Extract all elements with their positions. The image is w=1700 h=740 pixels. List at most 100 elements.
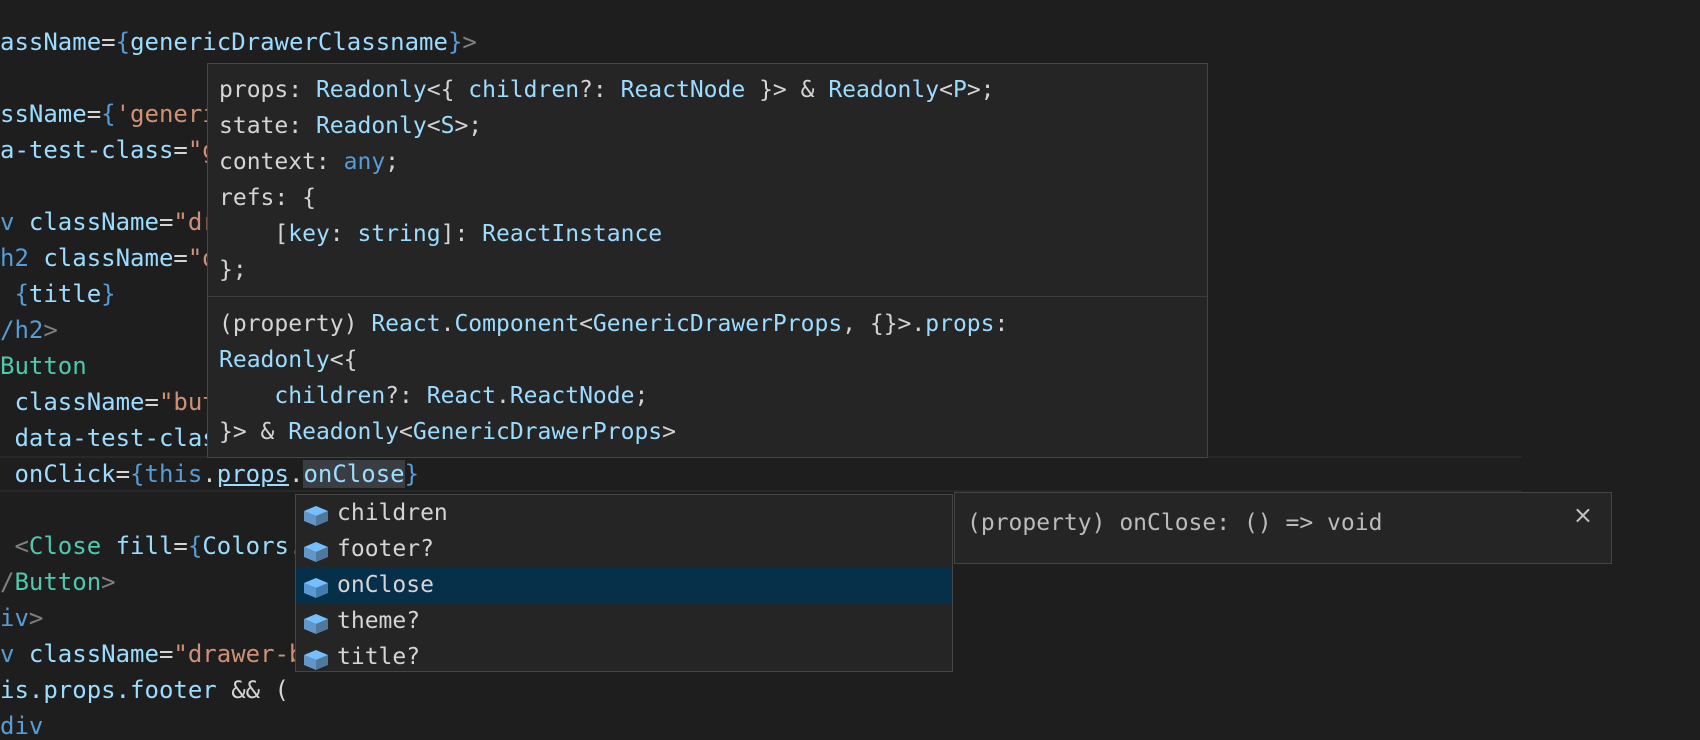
suggest-item[interactable]: title? [296,639,952,671]
hover-token: React [371,311,441,337]
code-token: / [0,568,15,596]
suggest-item-label: theme? [337,608,421,634]
code-token: { [115,28,131,56]
hover-token: props [925,311,995,337]
hover-token: Readonly [315,77,427,103]
hover-token: Readonly [315,113,427,139]
hover-token: Readonly [219,347,330,373]
code-token: /h2 [0,316,44,344]
hover-token: <{ [426,77,469,103]
code-line[interactable]: className="but [0,384,216,420]
hover-token: > [662,419,676,445]
code-line[interactable]: {title} [0,276,115,312]
code-token: . [289,460,304,488]
hover-token: [ [219,221,289,247]
code-token: "drawer-b [173,640,304,668]
code-line[interactable]: <Close fill={Colors. [0,528,303,564]
hover-token: >; [966,77,995,103]
hover-token: : [994,311,1009,337]
code-token: Close [28,532,116,560]
hover-token: ?: [579,77,621,103]
hover-token: key [288,221,330,247]
hover-token: context: [219,149,344,175]
code-line[interactable]: onClick={this.props.onClose} [0,456,419,492]
suggest-item[interactable]: children [296,495,952,531]
code-line[interactable]: div [0,708,43,740]
suggest-widget[interactable]: children footer? onClose theme? title? [295,494,953,672]
close-icon[interactable]: × [1572,501,1593,529]
suggest-details: (property) onClose: () => void × [954,492,1612,564]
code-line[interactable]: /h2> [0,312,58,348]
suggest-item[interactable]: theme? [296,603,952,639]
code-token: Button [0,352,87,380]
code-token: = [115,460,131,488]
property-cube-icon [303,610,329,634]
code-line[interactable]: a-test-class="g [0,132,217,168]
code-token: className [0,388,145,416]
hover-token: ; [634,383,649,409]
code-token: = [101,28,116,56]
hover-token: any [343,149,386,175]
hover-token: }> & [745,77,829,103]
suggest-item[interactable]: footer? [296,531,952,567]
code-line[interactable]: /Button> [0,564,116,600]
code-token: assName [0,28,102,56]
hover-token: < [579,311,593,337]
hover-token: React [426,383,496,409]
hover-token: string [357,221,441,247]
code-token: Colors. [202,532,304,560]
code-line[interactable]: ssName={'generi [0,96,217,132]
code-token: this [144,460,203,488]
hover-token: ?: [385,383,427,409]
hover-token: <{ [329,347,358,373]
code-token: < [0,532,29,560]
code-line[interactable]: v className="dr [0,204,217,240]
code-token: iv [0,604,29,632]
code-token: = [173,532,188,560]
code-line[interactable]: Button [0,348,87,384]
hover-token: (property) [219,311,372,337]
code-token: fill [115,532,174,560]
hover-token: . [495,383,510,409]
hover-line: }; [219,252,247,288]
hover-token: S [440,113,455,139]
code-token: { [101,100,116,128]
code-token: className [43,244,174,272]
code-line[interactable]: data-test-clas [0,420,217,456]
code-line[interactable]: iv> [0,600,43,636]
suggest-item[interactable]: onClose [296,567,952,603]
property-cube-icon [303,574,329,598]
hover-token: state: [219,113,316,139]
code-line[interactable]: is.props.footer && ( [0,672,289,708]
hover-token: >; [454,113,483,139]
code-token: > [28,604,44,632]
suggest-item-label: footer? [337,536,434,562]
code-token: > [462,28,477,56]
code-token: } [404,460,420,488]
code-line[interactable]: assName={genericDrawerClassname}> [0,24,477,60]
code-token: data-test-clas [0,424,217,452]
hover-token: }> & [219,419,289,445]
code-token: props [216,460,289,488]
code-token: && ( [231,676,289,704]
hover-line: children?: React.ReactNode; [219,378,648,414]
code-token: 'generi [115,100,217,128]
property-cube-icon [303,502,329,526]
hover-token: < [939,77,953,103]
hover-token: , {}>. [842,311,926,337]
code-token: > [43,316,58,344]
code-token: } [447,28,463,56]
code-token: { [0,280,29,308]
code-token: = [86,100,102,128]
code-token: = [173,244,188,272]
hover-token: ReactNode [620,77,746,103]
code-token: onClick [0,460,116,488]
code-line[interactable]: v className="drawer-b [0,636,303,672]
suggest-item-label: onClose [337,572,434,598]
hover-token [219,383,274,409]
hover-token: children [274,383,386,409]
code-line[interactable]: h2 className="d [0,240,217,276]
code-token: ssName [0,100,87,128]
code-token: { [187,532,203,560]
